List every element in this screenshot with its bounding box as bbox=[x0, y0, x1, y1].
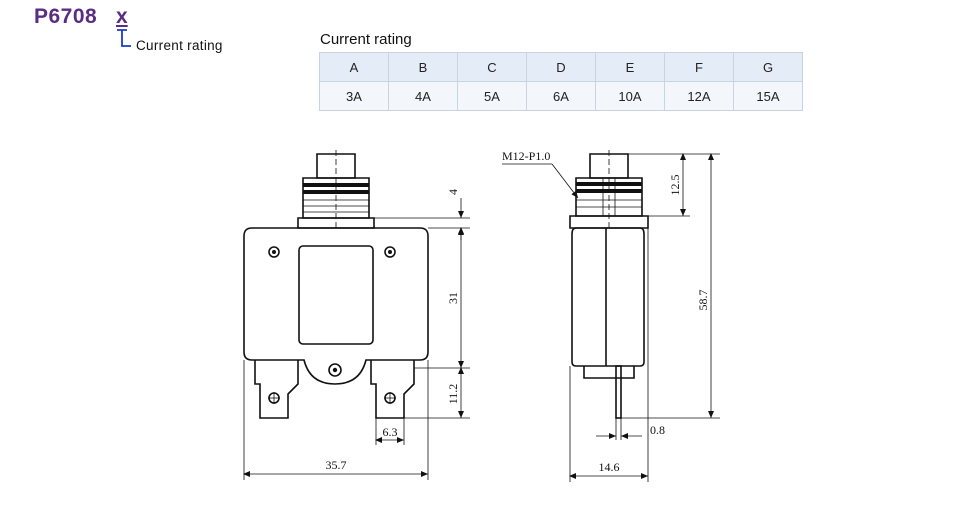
table-cell: D bbox=[526, 52, 596, 82]
dimension-58-7: 58.7 bbox=[696, 290, 710, 311]
dimension-4: 4 bbox=[446, 189, 460, 195]
table-header-row: A B C D E F G bbox=[319, 52, 803, 82]
table-cell: G bbox=[733, 52, 803, 82]
mounting-hole bbox=[384, 246, 396, 258]
table-cell: 12A bbox=[664, 81, 734, 111]
mounting-hole bbox=[268, 246, 280, 258]
dimension-11-2: 11.2 bbox=[446, 384, 460, 405]
table-value-row: 3A 4A 5A 6A 10A 12A 15A bbox=[319, 81, 803, 111]
part-code: P6708 bbox=[34, 5, 98, 28]
table-cell: C bbox=[457, 52, 527, 82]
table-cell: B bbox=[388, 52, 458, 82]
current-rating-table: A B C D E F G 3A 4A 5A 6A 10A 12A 15A bbox=[319, 52, 803, 111]
table-cell: 10A bbox=[595, 81, 665, 111]
dimension-35-7: 35.7 bbox=[326, 458, 347, 472]
part-code-variable: x bbox=[116, 5, 128, 28]
dimension-12-5: 12.5 bbox=[668, 175, 682, 196]
table-cell: 3A bbox=[319, 81, 389, 111]
dimension-6-3: 6.3 bbox=[383, 425, 398, 439]
table-cell: 5A bbox=[457, 81, 527, 111]
table-cell: 4A bbox=[388, 81, 458, 111]
table-cell: E bbox=[595, 52, 665, 82]
dimension-0-8: 0.8 bbox=[650, 423, 665, 437]
variable-label: Current rating bbox=[136, 38, 223, 53]
mounting-hole bbox=[328, 363, 342, 377]
thread-band bbox=[303, 183, 369, 187]
thread-spec: M12-P1.0 bbox=[502, 149, 550, 163]
table-title: Current rating bbox=[320, 31, 412, 48]
table-cell: 15A bbox=[733, 81, 803, 111]
side-view: M12-P1.0 12.5 58.7 0.8 14.6 bbox=[502, 149, 720, 482]
dimension-31: 31 bbox=[446, 292, 460, 304]
front-view: 4 31 11.2 6.3 35.7 bbox=[243, 150, 470, 480]
callout-bracket bbox=[117, 29, 131, 47]
dimension-14-6: 14.6 bbox=[599, 460, 620, 474]
table-cell: 6A bbox=[526, 81, 596, 111]
